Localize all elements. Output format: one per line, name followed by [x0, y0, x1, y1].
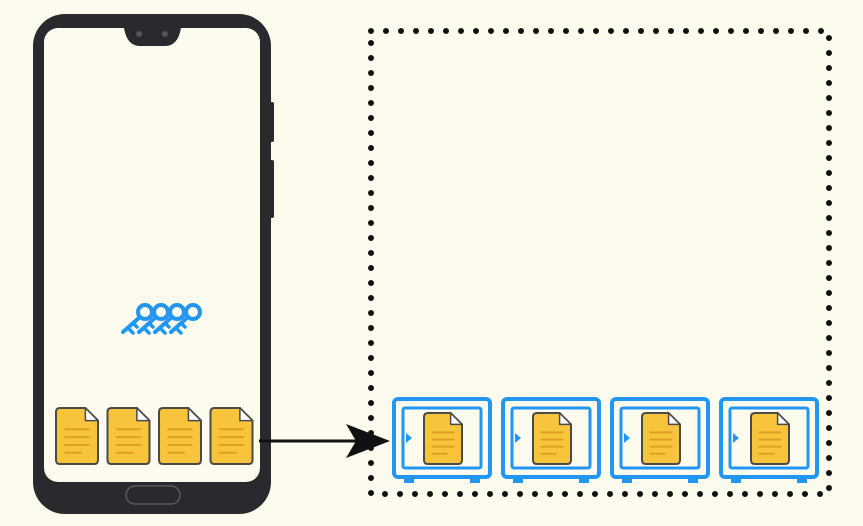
vault-foot: [404, 477, 414, 483]
key-tooth: [131, 321, 139, 329]
key-bow: [184, 303, 202, 321]
vault-hinge: [515, 433, 521, 443]
document-icon: [750, 412, 790, 465]
vault-foot: [513, 477, 523, 483]
key-shaft: [137, 315, 158, 334]
document-fold: [239, 407, 254, 422]
key-tooth: [142, 326, 151, 335]
document-icon: [55, 407, 99, 465]
document-page: [641, 412, 681, 465]
key-tooth: [158, 326, 167, 335]
vault-door: [401, 406, 483, 470]
key-icon: [169, 303, 202, 335]
key-tooth: [179, 321, 187, 329]
vault-outer: [501, 397, 601, 479]
key-tooth: [174, 326, 183, 335]
document-fold: [84, 407, 99, 422]
document-fold: [776, 412, 790, 426]
vault-outer: [719, 397, 819, 479]
vault-door: [510, 406, 592, 470]
vault-outer: [610, 397, 710, 479]
key-tooth: [147, 321, 155, 329]
storage-dotted-border: [368, 28, 832, 497]
vault-icon: [501, 397, 601, 483]
document-icon: [641, 412, 681, 465]
vault-foot: [731, 477, 741, 483]
phone-document-row: [55, 407, 254, 465]
document-icon: [158, 407, 202, 465]
phone: [33, 14, 274, 514]
document-fold: [558, 412, 572, 426]
key-tooth: [126, 326, 135, 335]
vault-outer: [392, 397, 492, 479]
phone-screen: [44, 28, 260, 482]
key-shaft: [121, 315, 142, 334]
document-page: [532, 412, 572, 465]
document-icon: [106, 407, 151, 465]
vault-foot: [470, 477, 480, 483]
vault-hinge: [624, 433, 630, 443]
key-group: [121, 303, 202, 335]
arrow-right-icon: [259, 424, 390, 458]
document-icon: [209, 407, 254, 465]
key-shaft: [153, 315, 174, 334]
vault-icon: [610, 397, 710, 483]
vault-door: [728, 406, 810, 470]
document-page: [106, 407, 151, 465]
phone-home-button: [125, 485, 181, 505]
vault-row: [392, 397, 819, 483]
document-icon: [532, 412, 572, 465]
vault-foot: [622, 477, 632, 483]
document-page: [209, 407, 254, 465]
document-page: [750, 412, 790, 465]
arrow-head: [346, 424, 390, 458]
phone-camera-secondary: [162, 31, 168, 37]
document-page: [55, 407, 99, 465]
document-fold: [187, 407, 202, 422]
key-icon: [153, 303, 186, 335]
document-icon: [423, 412, 463, 465]
document-fold: [449, 412, 463, 426]
vault-door: [619, 406, 701, 470]
document-fold: [667, 412, 681, 426]
document-page: [158, 407, 202, 465]
vault-foot: [797, 477, 807, 483]
key-tooth: [163, 321, 171, 329]
key-shaft: [169, 315, 190, 334]
vault-hinge: [406, 433, 412, 443]
vault-foot: [688, 477, 698, 483]
vault-hinge: [733, 433, 739, 443]
vault-icon: [392, 397, 492, 483]
phone-notch: [124, 28, 181, 46]
vault-foot: [579, 477, 589, 483]
document-page: [423, 412, 463, 465]
vault-icon: [719, 397, 819, 483]
document-fold: [136, 407, 151, 422]
phone-camera: [136, 31, 142, 37]
